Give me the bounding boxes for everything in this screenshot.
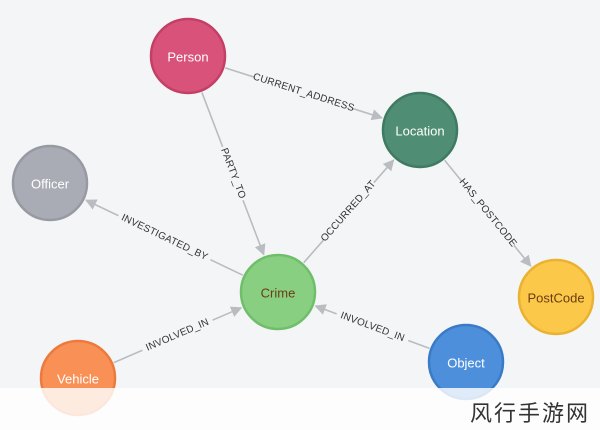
edge-label-background (334, 307, 411, 348)
edge-involved-in-vehicle: INVOLVED_IN (113, 306, 243, 364)
edge-label: OCCURRED_AT (319, 179, 378, 245)
node-label: Object (447, 356, 485, 371)
edge-party-to: PARTY_TO (201, 92, 266, 256)
edge-investigated-by: INVESTIGATED_BY (85, 199, 244, 276)
edge-label-group: INVESTIGATED_BY (115, 209, 214, 267)
edge-occurred-at: OCCURRED_AT (303, 159, 395, 264)
node-circle[interactable] (517, 258, 595, 336)
node-circle[interactable] (381, 91, 459, 169)
edge-label: INVOLVED_IN (144, 317, 210, 354)
edge-label-group: PARTY_TO (216, 144, 250, 203)
node-location[interactable]: Location (381, 91, 459, 169)
node-object[interactable]: Object (427, 323, 505, 401)
node-person[interactable]: Person (149, 17, 227, 95)
edge-label-background (318, 178, 380, 245)
edge-current-address: CURRENT_ADDRESS (224, 67, 383, 121)
node-label: Person (167, 50, 208, 65)
edge-has-postcode: HAS_POSTCODE (444, 159, 532, 267)
edge-label-background (216, 144, 250, 203)
node-circle[interactable] (11, 144, 89, 222)
edge-label: INVESTIGATED_BY (119, 212, 209, 263)
edge-label-group: OCCURRED_AT (318, 178, 380, 245)
edge-label-group: INVOLVED_IN (139, 313, 216, 357)
edge-label: HAS_POSTCODE (457, 177, 519, 250)
edge-label-background (456, 176, 520, 250)
node-circle[interactable] (239, 253, 317, 331)
edge-label-background (115, 209, 214, 267)
node-label: Officer (31, 177, 70, 192)
watermark: 风行手游网 (469, 402, 590, 427)
edge-label-group: INVOLVED_IN (334, 307, 411, 348)
node-crime[interactable]: Crime (239, 253, 317, 331)
edge-label-group: CURRENT_ADDRESS (251, 70, 356, 116)
node-label: Vehicle (57, 372, 99, 387)
edge-label-background (252, 70, 355, 116)
edge-involved-in-object: INVOLVED_IN (314, 304, 430, 350)
edge-label-group: HAS_POSTCODE (456, 176, 520, 250)
node-label: PostCode (527, 291, 584, 306)
footer-band (0, 388, 600, 430)
edge-label-background (139, 313, 216, 357)
node-postcode[interactable]: PostCode (517, 258, 595, 336)
node-label: Location (395, 124, 444, 139)
edge-label: CURRENT_ADDRESS (251, 72, 355, 115)
node-circle[interactable] (149, 17, 227, 95)
node-label: Crime (261, 286, 296, 301)
node-officer[interactable]: Officer (11, 144, 89, 222)
edge-label: INVOLVED_IN (339, 310, 406, 344)
